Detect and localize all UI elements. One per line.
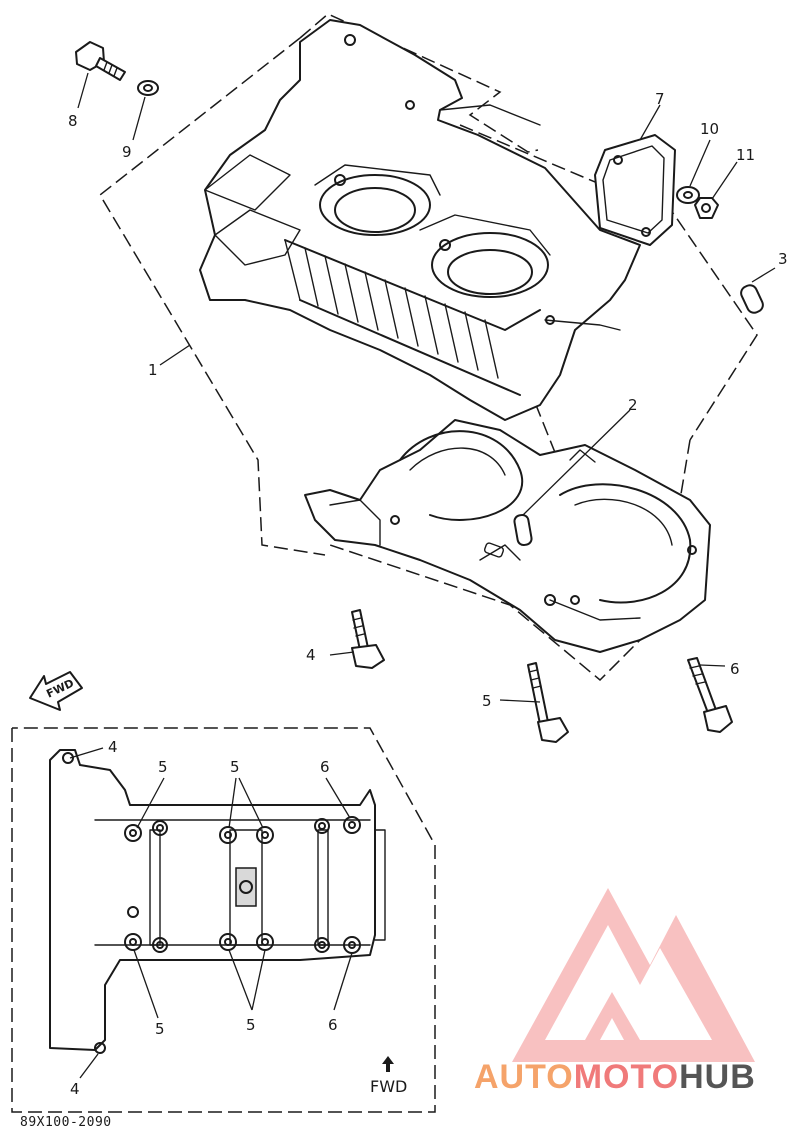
- inset-fwd-indicator: FWD: [370, 1056, 407, 1096]
- inset-label-top-6: 6: [320, 758, 330, 776]
- watermark-logo: [512, 888, 755, 1062]
- upper-crankcase: [199, 19, 641, 421]
- inset-fwd-label: FWD: [370, 1077, 407, 1096]
- callout-11: 11: [736, 146, 755, 164]
- callout-8: 8: [68, 112, 78, 130]
- inset-label-bot-5a: 5: [155, 1020, 165, 1038]
- callout-6: 6: [730, 660, 740, 678]
- callout-10: 10: [700, 120, 719, 138]
- bolt-8: [75, 41, 126, 109]
- callout-5: 5: [482, 692, 492, 710]
- fwd-arrow: FWD: [29, 671, 83, 711]
- drawing-code: 89X100-2090: [20, 1115, 112, 1130]
- inset-label-bot-5b: 5: [246, 1016, 256, 1034]
- watermark-auto: AUTO: [474, 1058, 574, 1096]
- lower-crankcase: [304, 419, 711, 653]
- washer-9: [132, 80, 159, 141]
- inset-label-top-4: 4: [108, 738, 118, 756]
- leader-1: [159, 344, 191, 366]
- inset-bolt-pattern: 4 5 5 6 5 5 6 4 FWD: [49, 738, 407, 1098]
- callout-7: 7: [655, 90, 665, 108]
- dowel-pin-3: [740, 267, 776, 314]
- inset-label-bot-6: 6: [328, 1016, 338, 1034]
- inset-leaders: [69, 747, 353, 1079]
- inset-label-top-5a: 5: [158, 758, 168, 776]
- watermark-wordmark: AUTOMOTOHUB: [474, 1058, 756, 1097]
- cover-plate-7: [594, 104, 676, 246]
- callout-2: 2: [628, 396, 638, 414]
- watermark-hub: HUB: [679, 1058, 756, 1096]
- callout-9: 9: [122, 143, 132, 161]
- washer-10: [676, 139, 711, 204]
- bolt-5: [499, 662, 569, 743]
- inset-label-bot-4: 4: [70, 1080, 80, 1098]
- callout-3: 3: [778, 250, 788, 268]
- callout-1: 1: [148, 361, 158, 379]
- callout-labels: 1 2 3 4 5 6 7 8 9 10 11: [68, 90, 788, 710]
- dowel-pin-2: [513, 409, 631, 547]
- inset-bolt-holes: [62, 752, 361, 1054]
- bolt-6: [687, 657, 733, 733]
- inset-label-top-5b: 5: [230, 758, 240, 776]
- watermark-moto: MOTO: [573, 1058, 680, 1096]
- callout-4: 4: [306, 646, 316, 664]
- bolt-4: [329, 609, 385, 669]
- nut-11: [694, 161, 738, 219]
